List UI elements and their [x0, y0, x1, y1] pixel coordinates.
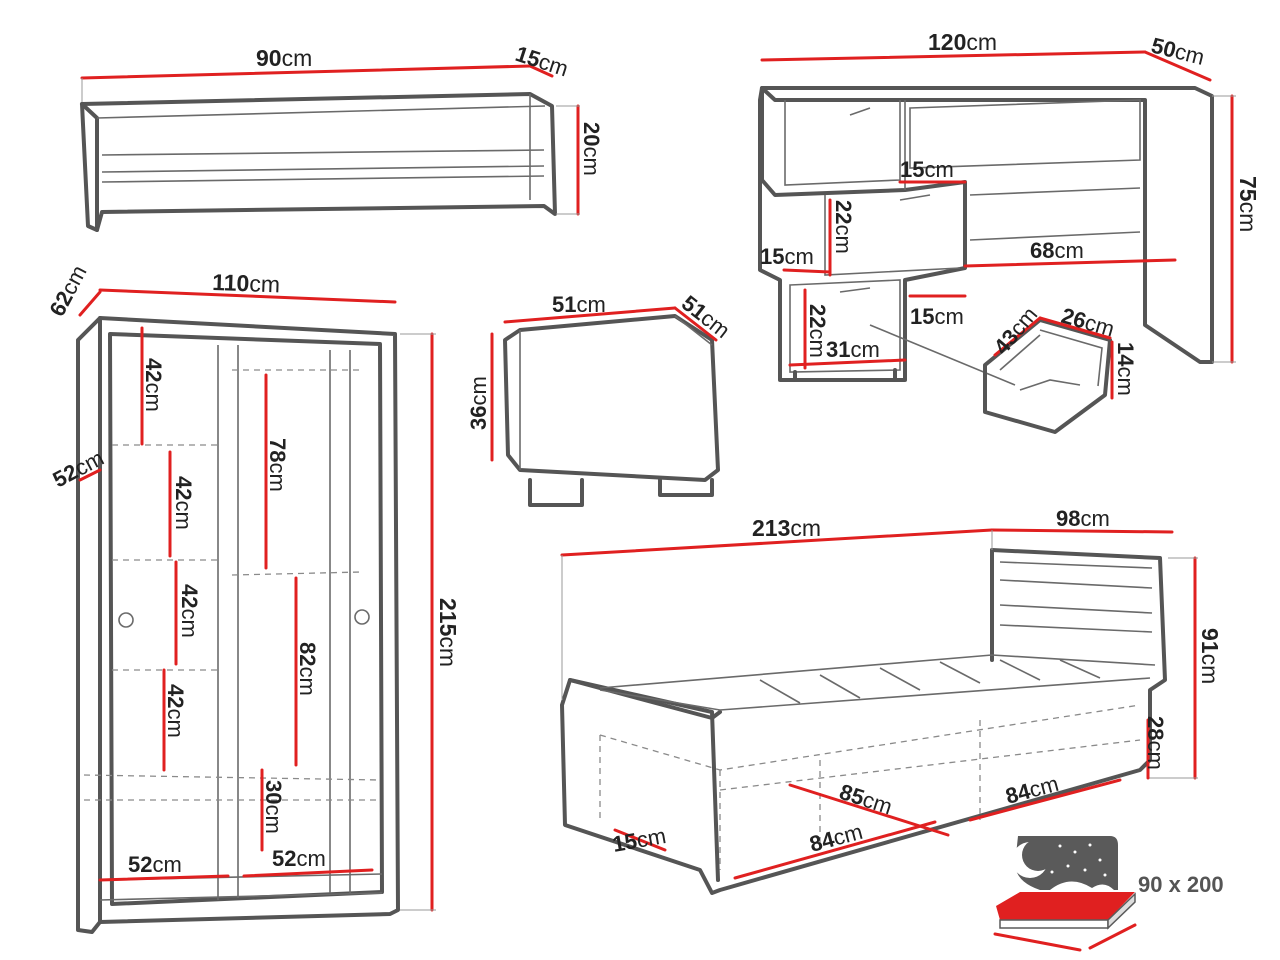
bed-size-icon	[993, 836, 1137, 952]
desk	[758, 86, 1214, 382]
bed-height-label: 91cm	[1197, 628, 1223, 684]
wardrobe	[76, 316, 400, 934]
wardrobe-shelf-2-label: 42cm	[171, 476, 196, 530]
wardrobe-bottom-label: 30cm	[261, 780, 286, 834]
drawer-depth-label: 43cm	[989, 302, 1043, 359]
wardrobe-inner-depth-line	[78, 468, 102, 482]
bed-drawer-1-label: 85cm	[836, 779, 895, 819]
wardrobe-bottom-right-label: 52cm	[272, 846, 326, 871]
shelf-width-line	[80, 64, 532, 80]
wardrobe-rail-2-label: 82cm	[295, 642, 320, 696]
shelf-depth-label: 15cm	[512, 41, 571, 81]
shelf-width-label: 90cm	[256, 45, 312, 71]
desk-drawer-height-label: 22cm	[831, 200, 856, 254]
desk-side-label: 15cm	[760, 244, 814, 269]
shelf-height-label: 20cm	[579, 122, 604, 176]
pouf-width-label: 51cm	[552, 292, 606, 317]
desk-inner-width-label: 68cm	[1030, 238, 1084, 263]
bed	[560, 548, 1167, 895]
wardrobe-shelf-3-label: 42cm	[177, 584, 202, 638]
drawer-height-label: 14cm	[1113, 342, 1138, 396]
wall-shelf	[80, 92, 557, 232]
bed-length-label: 213cm	[752, 515, 821, 541]
drawer-width-line	[1038, 316, 1112, 340]
wardrobe-rail-1-label: 78cm	[265, 438, 290, 492]
bed-size-label: 90 x 200	[1138, 872, 1224, 897]
wardrobe-width-line	[98, 288, 397, 304]
pouf-height-label: 36cm	[466, 376, 491, 430]
wardrobe-width-label: 110cm	[212, 269, 281, 297]
desk-drawer2-height-label: 22cm	[805, 304, 830, 358]
drawer	[983, 318, 1112, 434]
wardrobe-height-label: 215cm	[435, 598, 461, 667]
bed-length-line	[560, 528, 994, 557]
desk-height-label: 75cm	[1235, 176, 1261, 232]
pouf-depth-line	[673, 306, 718, 342]
desk-depth-line	[1143, 50, 1212, 82]
drawer-depth-line	[993, 316, 1042, 357]
desk-drawer-width-label: 31cm	[826, 337, 880, 362]
pouf	[503, 314, 720, 507]
wardrobe-depth-line	[78, 290, 102, 317]
wardrobe-bottom-left-label: 52cm	[128, 852, 182, 877]
wardrobe-shelf-4-label: 42cm	[163, 684, 188, 738]
bed-width-label: 98cm	[1056, 506, 1110, 531]
desk-low-label: 15cm	[910, 304, 964, 329]
bed-side-label: 15cm	[611, 823, 668, 857]
bed-base-height-label: 28cm	[1143, 716, 1168, 770]
bed-width-line	[990, 528, 1174, 534]
wardrobe-shelf-1-label: 42cm	[141, 358, 166, 412]
pouf-width-line	[503, 306, 677, 324]
desk-shelf-depth-label: 15cm	[900, 157, 954, 182]
desk-width-label: 120cm	[928, 29, 997, 55]
shelf-depth-line	[528, 64, 554, 78]
mattress-icon	[996, 892, 1135, 920]
desk-width-line	[760, 50, 1147, 62]
desk-depth-label: 50cm	[1149, 33, 1207, 70]
drawer-width-label: 26cm	[1059, 303, 1118, 342]
